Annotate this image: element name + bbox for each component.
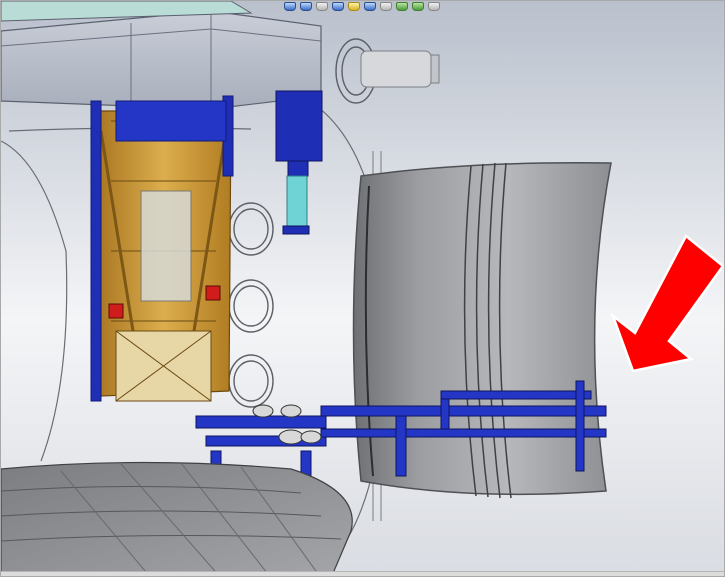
vertical-actuator[interactable] <box>275 90 323 235</box>
carriage-rollers <box>252 404 322 445</box>
section-view-icon[interactable] <box>332 1 344 11</box>
view-settings-icon[interactable] <box>428 1 440 11</box>
view-orientation-icon[interactable] <box>348 1 360 11</box>
floor-platform[interactable] <box>1 461 353 577</box>
gold-instrument-frame[interactable] <box>95 110 232 402</box>
zoom-to-fit-icon[interactable] <box>284 1 296 11</box>
display-style-icon[interactable] <box>364 1 376 11</box>
status-bar <box>1 571 724 576</box>
apply-scene-icon[interactable] <box>412 1 424 11</box>
hide-show-items-icon[interactable] <box>380 1 392 11</box>
heads-up-view-toolbar <box>284 1 494 11</box>
top-platform[interactable] <box>1 1 322 110</box>
blue-support-frame-upper[interactable] <box>90 95 234 402</box>
previous-view-icon[interactable] <box>316 1 328 11</box>
zoom-area-icon[interactable] <box>300 1 312 11</box>
annotation-arrow <box>610 234 724 373</box>
side-pipe[interactable] <box>360 50 440 88</box>
edit-appearance-icon[interactable] <box>396 1 408 11</box>
cylindrical-shield[interactable] <box>352 162 612 499</box>
